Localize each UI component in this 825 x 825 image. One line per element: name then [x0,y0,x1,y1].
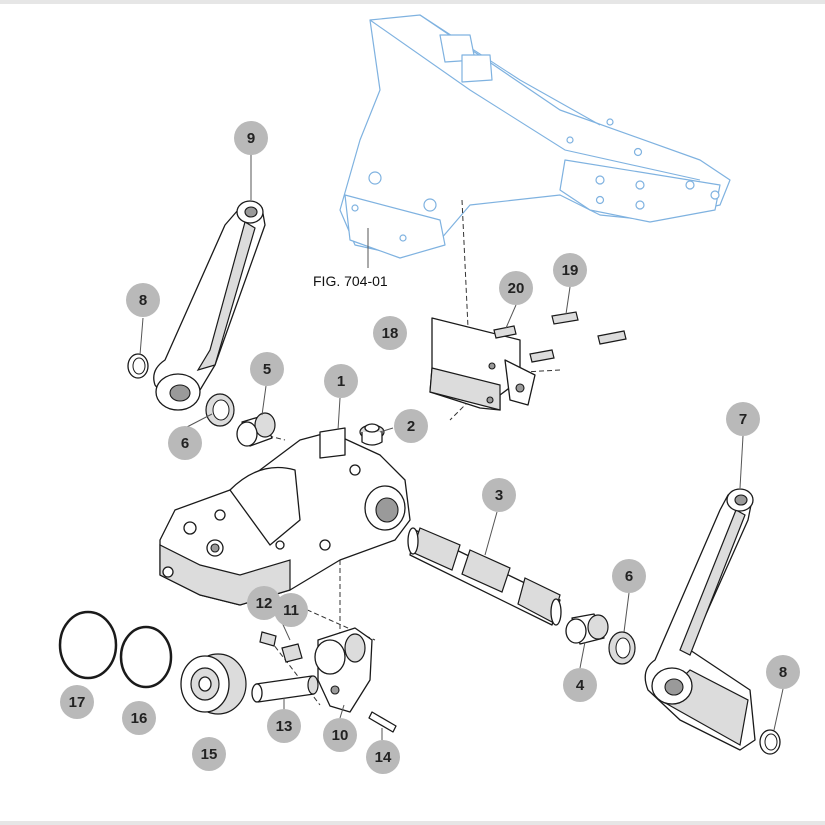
callout-10: 10 [323,718,357,752]
long-bolts [551,311,627,345]
callout-20: 20 [499,271,533,305]
piston [180,653,247,715]
svg-text:5: 5 [263,361,271,378]
right-lift-arm [644,488,756,751]
callout-6-left: 6 [168,426,202,460]
top-border [0,0,825,4]
svg-text:10: 10 [332,727,349,744]
svg-text:13: 13 [276,718,293,735]
svg-text:9: 9 [247,130,255,147]
svg-text:16: 16 [131,710,148,727]
svg-text:6: 6 [625,568,633,585]
connecting-arm [314,627,373,713]
callout-14: 14 [366,740,400,774]
roll-pin [368,711,397,733]
svg-text:12: 12 [256,595,273,612]
callout-leaders [139,152,784,740]
short-bolts [493,325,555,363]
callout-16: 16 [122,701,156,735]
svg-text:6: 6 [181,435,189,452]
piston-rod-pin [251,675,319,703]
svg-text:8: 8 [139,292,147,309]
o-ring-large [58,610,118,680]
callout-4: 4 [563,668,597,702]
svg-text:8: 8 [779,664,787,681]
lift-housing [159,427,411,606]
callout-15: 15 [192,737,226,771]
right-bushing [565,613,609,645]
svg-text:3: 3 [495,487,503,504]
left-washer [205,393,235,427]
callout-8-left: 8 [126,283,160,317]
mounting-bracket [429,317,536,411]
svg-text:19: 19 [562,262,579,279]
callout-8-right: 8 [766,655,800,689]
callout-13: 13 [267,709,301,743]
callout-1: 1 [324,364,358,398]
bottom-border [0,821,825,825]
splined-cross-shaft [407,527,562,626]
svg-text:11: 11 [283,602,299,619]
left-snap-ring [127,353,149,379]
svg-text:1: 1 [337,373,345,390]
svg-text:7: 7 [739,411,747,428]
o-ring-small [119,625,173,689]
tractor-frame-reference [339,14,731,259]
callout-3: 3 [482,478,516,512]
right-snap-ring [759,729,781,755]
lock-plate [281,643,303,663]
svg-text:20: 20 [508,280,525,297]
callout-7: 7 [726,402,760,436]
svg-text:18: 18 [382,325,399,342]
svg-text:2: 2 [407,418,415,435]
alignment-line [461,199,471,371]
breather-plug [359,423,385,446]
figure-reference-label: FIG. 704-01 [313,273,388,289]
callout-11: 11 [274,593,308,627]
callout-17: 17 [60,685,94,719]
callout-9: 9 [234,121,268,155]
right-washer [608,631,636,665]
callout-5: 5 [250,352,284,386]
svg-text:14: 14 [375,749,392,766]
callout-12: 12 [247,586,281,620]
callout-2: 2 [394,409,428,443]
callout-18: 18 [373,316,407,350]
svg-text:4: 4 [576,677,585,694]
left-bushing [236,412,276,447]
callout-19: 19 [553,253,587,287]
svg-text:17: 17 [69,694,86,711]
svg-text:15: 15 [201,746,218,763]
callout-6-right: 6 [612,559,646,593]
small-bolt [259,631,277,647]
left-lift-arm [153,200,266,411]
